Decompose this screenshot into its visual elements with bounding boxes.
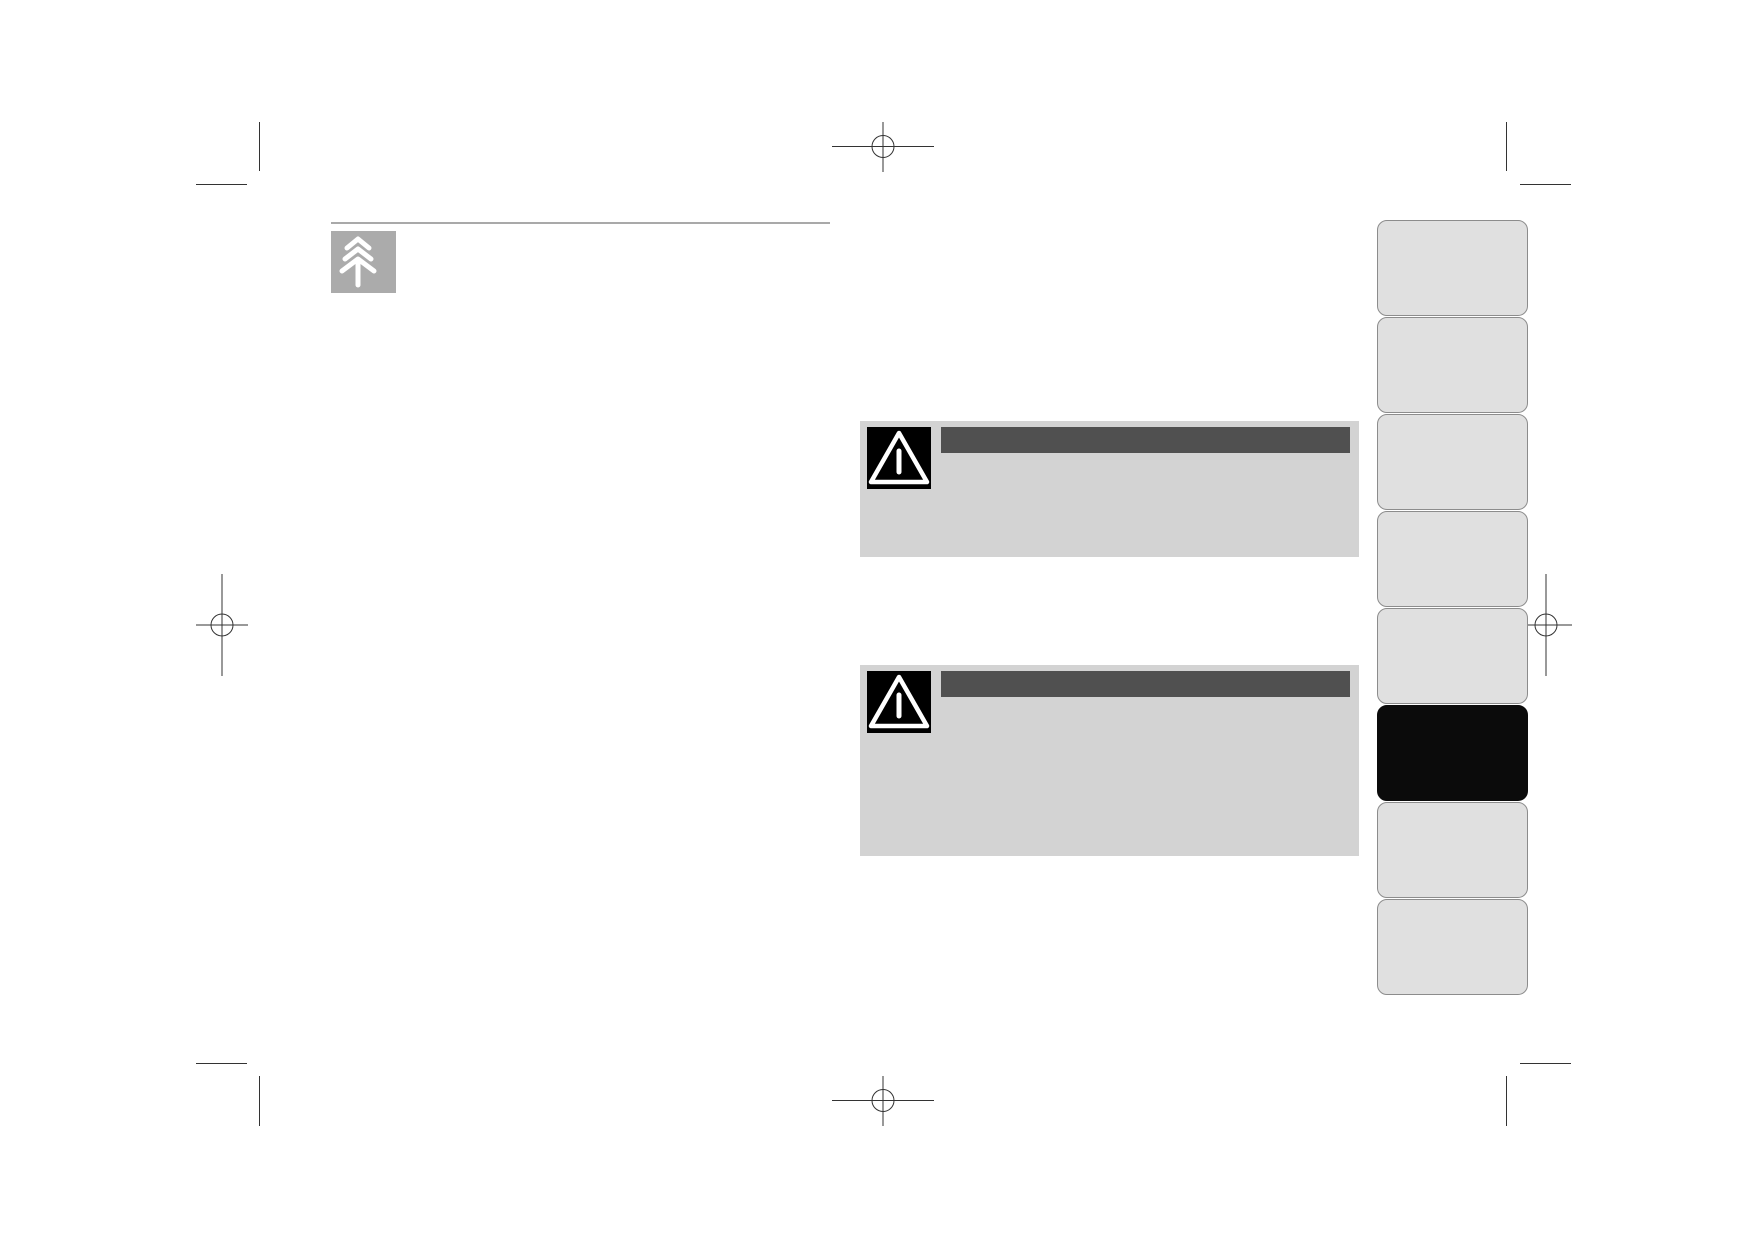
chapter-tab[interactable] bbox=[1377, 511, 1528, 607]
crop-mark bbox=[259, 122, 260, 171]
crop-mark bbox=[196, 1063, 247, 1064]
crop-mark bbox=[1506, 1076, 1507, 1126]
recycling-arrow-icon bbox=[331, 231, 396, 293]
crop-mark bbox=[259, 1076, 260, 1126]
chapter-tab-active[interactable] bbox=[1377, 705, 1528, 801]
warning-heading-bar bbox=[941, 427, 1350, 453]
warning-triangle-icon bbox=[867, 671, 931, 733]
warning-box bbox=[860, 665, 1359, 856]
crop-mark bbox=[1520, 1063, 1571, 1064]
crop-mark bbox=[1520, 184, 1571, 185]
warning-heading-bar bbox=[941, 671, 1350, 697]
chapter-tab[interactable] bbox=[1377, 899, 1528, 995]
registration-mark-icon bbox=[832, 122, 934, 172]
crop-mark bbox=[1506, 122, 1507, 171]
registration-mark-icon bbox=[832, 1076, 934, 1126]
crop-mark bbox=[196, 184, 247, 185]
chapter-tab[interactable] bbox=[1377, 802, 1528, 898]
registration-mark-icon bbox=[1520, 574, 1572, 676]
chapter-tab[interactable] bbox=[1377, 317, 1528, 413]
registration-mark-icon bbox=[196, 574, 248, 676]
section-rule bbox=[331, 222, 830, 224]
chapter-tab[interactable] bbox=[1377, 608, 1528, 704]
chapter-tab[interactable] bbox=[1377, 414, 1528, 510]
chapter-tab[interactable] bbox=[1377, 220, 1528, 316]
warning-triangle-icon bbox=[867, 427, 931, 489]
warning-box bbox=[860, 421, 1359, 557]
